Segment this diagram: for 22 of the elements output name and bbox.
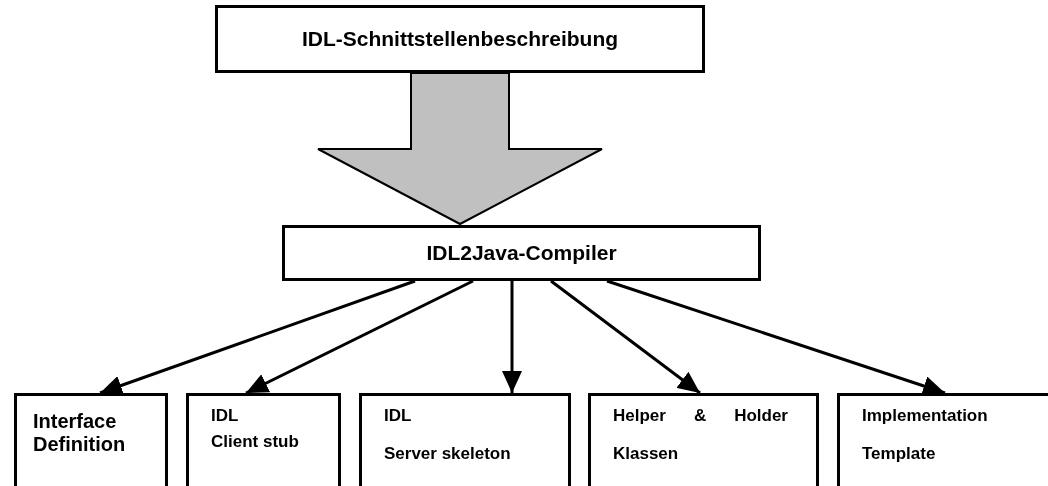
box-label: IDL [384,406,413,426]
arrow [245,279,474,395]
box-label: IDL-Schnittstellenbeschreibung [301,27,619,51]
box-label: Client stub [211,432,300,452]
box-label: IDL [211,406,240,426]
output-box [837,393,1048,486]
box-label: IDL2Java-Compiler [426,241,617,265]
box-label: Interface Definition [33,410,127,456]
arrow [502,281,522,393]
process-box [215,5,705,73]
process-box [282,225,761,281]
arrow [550,279,701,395]
output-box [186,393,341,486]
block-arrow [317,72,603,226]
box-label: Implementation [862,406,989,426]
output-box [14,393,168,486]
output-box [588,393,819,486]
box-label: Template [862,444,937,464]
box-label: Server skeleton [384,444,512,464]
output-box [359,393,571,486]
box-label: Klassen [613,444,680,464]
box-label: Helper & Holder [613,406,788,426]
